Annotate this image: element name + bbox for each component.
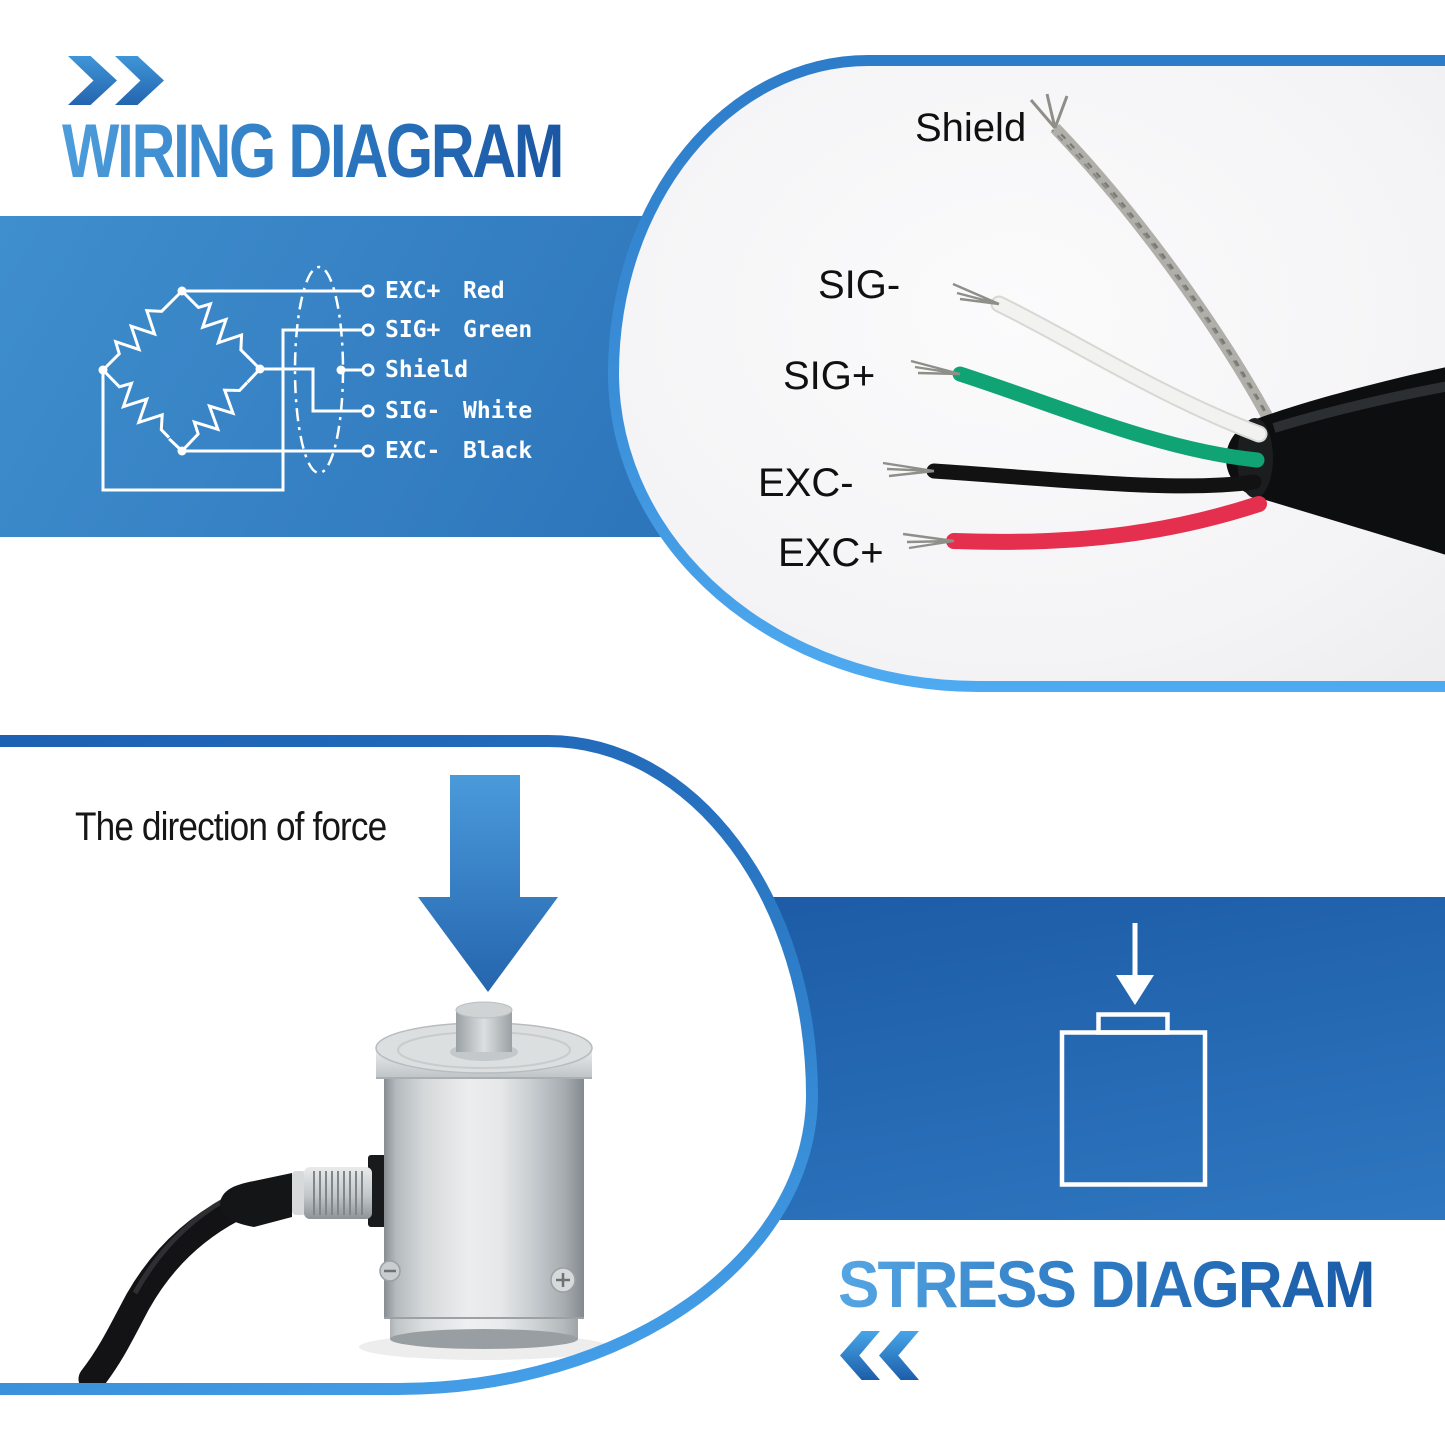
- signal-label: SIG+: [385, 317, 441, 343]
- chevron-left-icon: [879, 1331, 919, 1380]
- wheatstone-bridge-schematic: [98, 265, 375, 492]
- cable-photo: Shield SIG- SIG+ EXC- EXC+: [619, 66, 1445, 681]
- bridge-row-sig-plus: SIG+ Green: [385, 316, 532, 344]
- stress-diagram-title: STRESS DIAGRAM: [838, 1247, 1375, 1321]
- chevron-right-icon: [115, 56, 164, 105]
- bridge-row-sig-minus: SIG- White: [385, 397, 532, 425]
- bridge-row-exc-minus: EXC- Black: [385, 437, 532, 465]
- photo-label-sig-plus: SIG+: [783, 354, 876, 398]
- bridge-row-exc-plus: EXC+ Red: [385, 277, 505, 305]
- wire-color-label: Red: [463, 278, 505, 304]
- double-chevron-left-icon: [840, 1331, 919, 1380]
- double-chevron-right-icon: [68, 56, 164, 105]
- load-cell-illustration: [78, 775, 609, 1383]
- force-photo-blob-border: The direction of force: [0, 735, 818, 1395]
- wiring-diagram-title: WIRING DIAGRAM: [62, 109, 564, 194]
- chevron-left-icon: [840, 1331, 880, 1380]
- force-direction-caption: The direction of force: [75, 805, 387, 849]
- wire-color-label: Black: [463, 438, 533, 464]
- signal-label: EXC-: [385, 438, 441, 464]
- photo-label-sig-minus: SIG-: [818, 263, 901, 307]
- stress-load-icon: [1059, 923, 1208, 1187]
- force-photo: The direction of force: [0, 747, 806, 1383]
- wire-color-label: Green: [463, 317, 533, 343]
- cable-wires-illustration: [882, 93, 1445, 555]
- wire-color-label: White: [463, 398, 533, 424]
- stress-diagram-panel: [760, 897, 1445, 1220]
- chevron-right-icon: [68, 56, 117, 105]
- bridge-row-shield: Shield: [385, 356, 469, 384]
- photo-label-shield: Shield: [915, 106, 1027, 150]
- signal-label: Shield: [385, 357, 469, 383]
- photo-label-exc-minus: EXC-: [758, 461, 854, 505]
- signal-label: EXC+: [385, 278, 441, 304]
- photo-label-exc-plus: EXC+: [778, 531, 884, 575]
- cable-photo-blob-border: Shield SIG- SIG+ EXC- EXC+: [608, 55, 1445, 692]
- signal-label: SIG-: [385, 398, 441, 424]
